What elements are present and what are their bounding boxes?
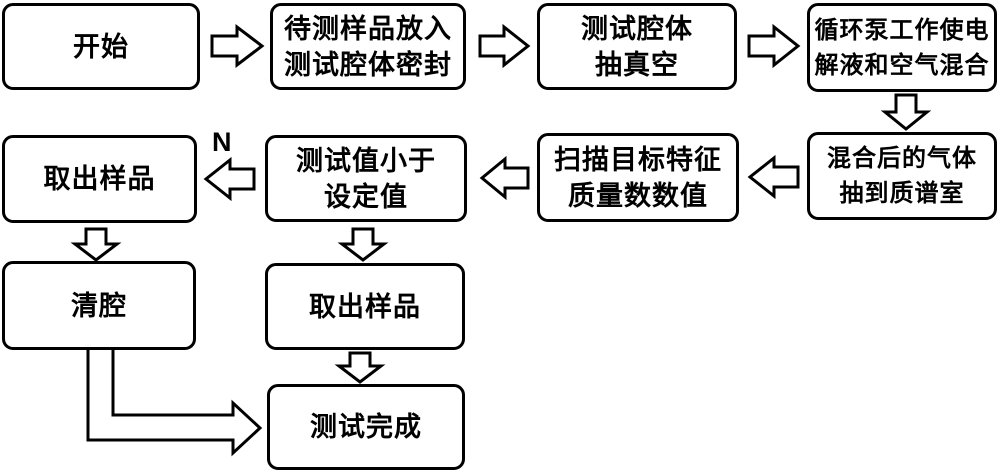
node-gas-to-ms-label: 混合后的气体 抽到质谱室 [827,145,977,207]
node-pump-mix: 循环泵工作使电 解液和空气混合 [807,3,997,92]
node-vacuum: 测试腔体 抽真空 [537,3,737,90]
arrow-scan-to-compare [479,155,530,201]
arrow-load-to-vacuum [478,23,531,69]
arrow-clean-to-complete-elbow [86,346,263,457]
node-load-sample-label: 待测样品放入 测试腔体密封 [284,13,452,80]
arrow-start-to-load [210,23,265,69]
node-start-label: 开始 [73,31,129,62]
node-scan-mass-label: 扫描目标特征 质量数数值 [554,144,722,211]
node-takeout-y-label: 取出样品 [309,291,421,322]
node-complete: 测试完成 [267,384,465,470]
arrow-gas-to-scan [747,154,800,200]
arrow-takeout-y-to-complete [334,351,386,384]
arrow-vacuum-to-pump [747,23,801,69]
node-start: 开始 [2,3,200,90]
node-vacuum-label: 测试腔体 抽真空 [581,13,693,80]
node-clean-chamber: 清腔 [2,261,196,350]
arrow-takeout-n-to-clean [70,227,122,262]
node-load-sample: 待测样品放入 测试腔体密封 [270,3,466,90]
node-takeout-n: 取出样品 [2,135,197,223]
node-takeout-n-label: 取出样品 [43,164,156,194]
node-clean-chamber-label: 清腔 [71,290,127,321]
node-scan-mass: 扫描目标特征 质量数数值 [537,133,739,222]
node-compare: 测试值小于 设定值 [265,135,467,222]
branch-label-n: N [212,127,232,157]
node-compare-label: 测试值小于 设定值 [296,145,436,212]
node-complete-label: 测试完成 [310,412,422,442]
arrow-compare-to-takeout-y [337,227,389,262]
arrow-pump-to-gas [880,93,932,131]
node-gas-to-ms: 混合后的气体 抽到质谱室 [807,132,997,220]
node-pump-mix-label: 循环泵工作使电 解液和空气混合 [814,16,990,79]
arrow-compare-to-takeout-n [203,156,256,202]
node-takeout-y: 取出样品 [265,263,465,350]
